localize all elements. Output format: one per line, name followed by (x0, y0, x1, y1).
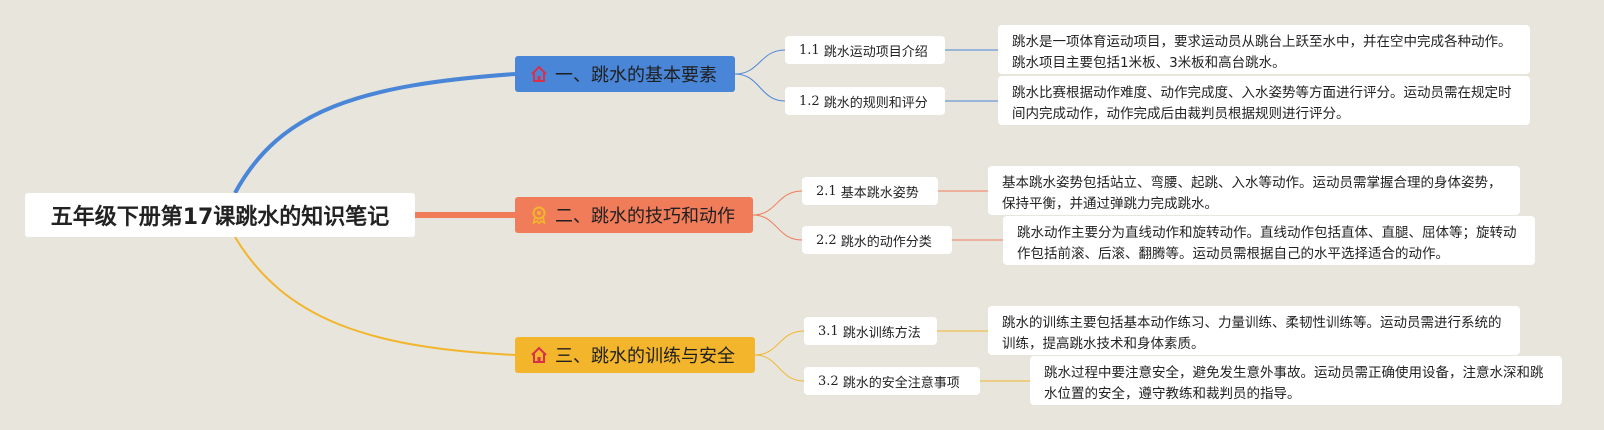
connector-b2-s2 (752, 214, 803, 241)
subtopic-2-1[interactable]: 2.1 基本跳水姿势 (802, 177, 938, 205)
note-3-2: 跳水过程中要注意安全，避免发生意外事故。运动员需正确使用设备，注意水深和跳水位置… (1030, 356, 1562, 405)
subtopic-label: 基本跳水姿势 (840, 185, 919, 201)
house-icon (531, 65, 547, 82)
note-3-1: 跳水的训练主要包括基本动作练习、力量训练、柔韧性训练等。运动员需进行系统的训练，… (988, 306, 1520, 355)
medal-icon (532, 206, 546, 225)
connector-b1-s1 (734, 49, 786, 75)
connector-b2-s1 (752, 190, 803, 216)
subtopic-2-2[interactable]: 2.2 跳水的动作分类 (802, 226, 952, 254)
note-1-2: 跳水比赛根据动作难度、动作完成度、入水姿势等方面进行评分。运动员需在规定时间内完… (998, 76, 1530, 125)
connector-b1-s2 (734, 73, 786, 102)
branch-1[interactable]: 一、跳水的基本要素 (515, 56, 735, 92)
subtopic-number: 2.1 (816, 183, 837, 199)
branch-2[interactable]: 二、跳水的技巧和动作 (515, 197, 753, 233)
subtopic-number: 3.1 (818, 323, 839, 339)
subtopic-1-2[interactable]: 1.2 跳水的规则和评分 (785, 87, 945, 115)
note-1-1: 跳水是一项体育运动项目，要求运动员从跳台上跃至水中，并在空中完成各种动作。跳水项… (998, 25, 1530, 74)
house-icon (531, 346, 547, 363)
branch-1-label: 一、跳水的基本要素 (555, 65, 717, 86)
connector-b3-s2 (754, 354, 805, 382)
branch-3[interactable]: 三、跳水的训练与安全 (515, 337, 755, 373)
connector-root-branch3 (234, 236, 516, 356)
subtopic-label: 跳水的动作分类 (840, 234, 932, 250)
subtopic-number: 3.2 (818, 373, 839, 389)
subtopic-label: 跳水的规则和评分 (823, 95, 928, 111)
subtopic-number: 1.1 (799, 42, 820, 58)
note-2-2: 跳水动作主要分为直线动作和旋转动作。直线动作包括直体、直腿、屈体等；旋转动作包括… (1003, 216, 1535, 265)
subtopic-number: 2.2 (816, 232, 837, 248)
connector-b3-s1 (754, 330, 805, 356)
subtopic-3-1[interactable]: 3.1 跳水训练方法 (804, 317, 937, 345)
subtopic-label: 跳水的安全注意事项 (842, 375, 960, 391)
subtopic-3-2[interactable]: 3.2 跳水的安全注意事项 (804, 367, 980, 395)
subtopic-label: 跳水运动项目介绍 (823, 44, 928, 60)
connector-root-branch1 (233, 72, 516, 194)
subtopic-1-1[interactable]: 1.1 跳水运动项目介绍 (785, 36, 945, 64)
root-topic[interactable]: 五年级下册第17课跳水的知识笔记 (25, 193, 415, 237)
branch-3-label: 三、跳水的训练与安全 (555, 346, 735, 367)
subtopic-number: 1.2 (799, 93, 820, 109)
note-2-1: 基本跳水姿势包括站立、弯腰、起跳、入水等动作。运动员需掌握合理的身体姿势，保持平… (988, 166, 1520, 215)
subtopic-label: 跳水训练方法 (842, 325, 921, 341)
branch-2-label: 二、跳水的技巧和动作 (555, 206, 735, 227)
